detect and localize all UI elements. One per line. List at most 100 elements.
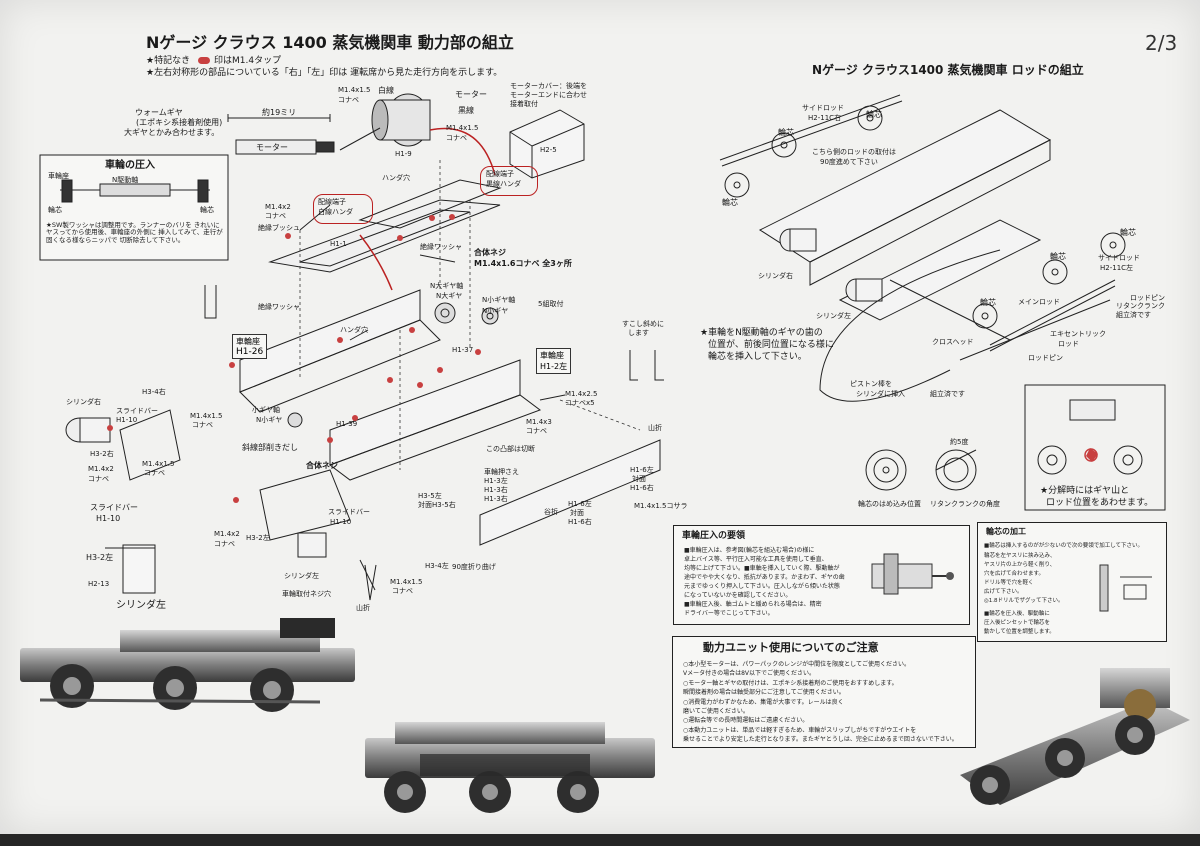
insert-note-2: 位置が、前後同位置になる様に xyxy=(708,340,834,350)
usage-line-8: ○本動力ユニットは、単品では軽すぎるため、車輪がスリップしがちですがウエイトを xyxy=(683,727,917,734)
wheel-press-line-3: 均等に上げて下さい。■車軸を挿入していく際、駆動軸が xyxy=(684,565,840,572)
crosshead-label: クロスヘッド xyxy=(932,338,974,346)
insul-washer-label-2: 絶縁ワッシャ xyxy=(258,303,300,311)
wheel-core-3: 輪芯 xyxy=(722,198,738,207)
slide-bar-label-3: スライドバー xyxy=(328,508,370,516)
wheel-core-proc-line-4: 穴を広げて合わせます。 xyxy=(984,571,1044,577)
solder-hole-label-2: ハンダ穴 xyxy=(340,326,368,334)
worm-note-2: 大ギヤとかみ合わせます。 xyxy=(124,128,220,137)
part-h3-4-left: H3-4左 xyxy=(425,562,449,570)
combined-screw-label: 合体ネジ xyxy=(474,248,506,257)
wheel-press-line-7: ■車輪圧入後、軸ゴムトと緩められる場合は、精密 xyxy=(684,601,822,608)
screw-m14x15-5: M1.4x1.5 xyxy=(390,578,423,586)
cylinder-right-label: シリンダ右 xyxy=(66,398,101,406)
screw-m14x2-b: M1.4x2 xyxy=(88,465,114,473)
note-default: ★特記なき xyxy=(146,56,191,66)
usage-line-4: 瞬間接着剤の場合は軸受部分にご注意してご使用ください。 xyxy=(683,689,845,696)
main-rod-label: メインロッド xyxy=(1018,298,1060,306)
length-label: 約19ミリ xyxy=(262,108,297,117)
side-rod-code: H2-11C右 xyxy=(808,114,842,122)
insul-washer-label: 絶縁ワッシャ xyxy=(420,243,462,251)
konabe-8: コナベ xyxy=(214,540,235,548)
wheel-press-line-5: 元までゆっくり押入して下さい。圧入しながら傾いた状態 xyxy=(684,583,840,590)
piston-note-1: ピストン棒を xyxy=(850,380,892,388)
n-small-gear-label-2: N小ギヤ xyxy=(256,416,283,424)
white-wire-label: 白線 xyxy=(378,86,394,95)
screw-spec-1: M1.4x1.5 xyxy=(338,86,371,94)
part-h2-13: H2-13 xyxy=(88,580,110,588)
wheel-seat-box-1-label: 車輪座 xyxy=(236,337,260,346)
vise-illustration xyxy=(871,553,954,595)
wheel-core-proc-line-1: ■輪芯は挿入するのがが少ないので次の要領で加工して下さい。 xyxy=(984,543,1144,549)
worm-note-1: (エポキシ系接着剤使用) xyxy=(136,118,223,127)
h1-6-label-e: 対面 xyxy=(570,509,584,517)
wheel-core-proc-line-6: 広げて下さい。 xyxy=(984,589,1023,595)
screw-m14x15-3: M1.4x1.5 xyxy=(190,412,223,420)
usage-line-1: ○本小型モーターは、パワーパックのレンジが中間位を限度としてご使用ください。 xyxy=(683,661,910,668)
left-title: Nゲージ クラウス 1400 蒸気機関車 動力部の組立 xyxy=(146,33,514,52)
wheel-core-5: 輪芯 xyxy=(1050,252,1066,261)
assembled-label: 組立済です xyxy=(930,390,965,398)
rod-pin-2: ロッドピン xyxy=(1028,354,1063,362)
part-h1-37: H1-37 xyxy=(452,346,474,354)
wire-terminal-white-2: 白線ハンダ xyxy=(318,208,353,216)
screw-m14x15-4: M1.4x1.5 xyxy=(142,460,175,468)
wheel-core-1: 輪芯 xyxy=(866,110,882,119)
part-h3-2-right: H3-2右 xyxy=(90,450,114,458)
n-big-axle-label: N大ギヤ軸 xyxy=(430,282,464,290)
insul-bush-label: 絶縁ブッシュ xyxy=(258,224,300,232)
white-wire-terminal-callout xyxy=(313,194,373,224)
h1-6-label-b: 対面 xyxy=(632,475,646,483)
bend-slight-1: すこし斜めに xyxy=(622,320,664,328)
screw-kosara: M1.4x1.5コサラ xyxy=(634,502,688,510)
wheel-core-proc-line-3: ヤスリ片の上から軽く削り、 xyxy=(984,562,1056,568)
wire-terminal-black-2: 黒線ハンダ xyxy=(486,180,521,188)
wheel-press-2: H1-3左 xyxy=(484,477,508,485)
cylinder-right-r: シリンダ右 xyxy=(758,272,793,280)
h1-6-label-d: H1-6左 xyxy=(568,500,592,508)
konabe-9: コナベ xyxy=(392,587,413,595)
slide-bar-label-2: スライドバー xyxy=(90,503,138,512)
wheel-core-proc-line-5: ドリル等で穴を軽く xyxy=(984,580,1034,586)
wheel-press-3: H1-3右 xyxy=(484,486,508,494)
motor-label-1: モーター xyxy=(256,143,288,152)
h1-6-label-f: H1-6右 xyxy=(568,518,592,526)
solder-hole-label: ハンダ穴 xyxy=(382,174,410,182)
konabe-7: コナベ xyxy=(144,469,165,477)
wheel-core-proc-line-2: 輪芯を左ヤスリに挟み込み、 xyxy=(984,553,1056,559)
n-small-axle-label: N小ギヤ軸 xyxy=(482,296,516,304)
slide-bar-label: スライドバー xyxy=(116,407,158,415)
press-position-label: 輪芯のはめ込み位置 xyxy=(858,500,921,508)
part-h3-4-right: H3-4右 xyxy=(142,388,166,396)
wheel-press-line-6: になっていないかを確認してください。 xyxy=(684,592,792,599)
cylinder-left-label-2: シリンダ左 xyxy=(116,600,166,611)
usage-notes-title: 動力ユニット使用についてのご注意 xyxy=(703,641,879,654)
wheel-press-line-8: ドライバー等でこじって下さい。 xyxy=(684,610,774,617)
return-crank-2: 組立済です xyxy=(1116,311,1151,319)
konabe-3: コナベ xyxy=(265,212,286,220)
wheel-press-procedure-title: 車輪圧入の要領 xyxy=(682,531,746,541)
return-crank-1: リタンクランク xyxy=(1116,302,1165,310)
wheel-seat-box-2-code: H1-2左 xyxy=(540,362,568,371)
usage-line-7: ○運転会等での長時間運転はご遠慮ください。 xyxy=(683,717,809,724)
n-big-gear-label: N大ギヤ xyxy=(436,292,463,300)
part-h1-10-b: H1-10 xyxy=(96,514,121,523)
wheel-seat-box-1-code: H1-26 xyxy=(236,347,264,357)
wheel-press-1: 車輪押さえ xyxy=(484,468,519,476)
screw-m14x2: M1.4x2 xyxy=(265,203,291,211)
usage-line-5: ○消費電力がわずかなため、集電が大事です。レールは良く xyxy=(683,699,844,706)
piston-note-2: シリンダに挿入 xyxy=(856,390,905,398)
rod-note-1: こちら側のロッドの取付は xyxy=(812,148,896,156)
wheel-press-title: 車輪の圧入 xyxy=(105,160,155,171)
wire-terminal-black-1: 配線端子 xyxy=(486,170,514,178)
angle-label: 約5度 xyxy=(950,438,969,446)
cylinder-left-label: シリンダ左 xyxy=(284,572,319,580)
konabe-5: コナベ xyxy=(526,427,547,435)
konabe-x5: コナベx5 xyxy=(565,399,595,407)
return-angle-label: リタンクランクの角度 xyxy=(930,500,1000,508)
page-number: 2/3 xyxy=(1145,31,1178,55)
sw-washer-note: ★SW製ワッシャは調整用です。ランナーのバリを きれいにヤスってから使用後、車輪… xyxy=(46,221,223,244)
